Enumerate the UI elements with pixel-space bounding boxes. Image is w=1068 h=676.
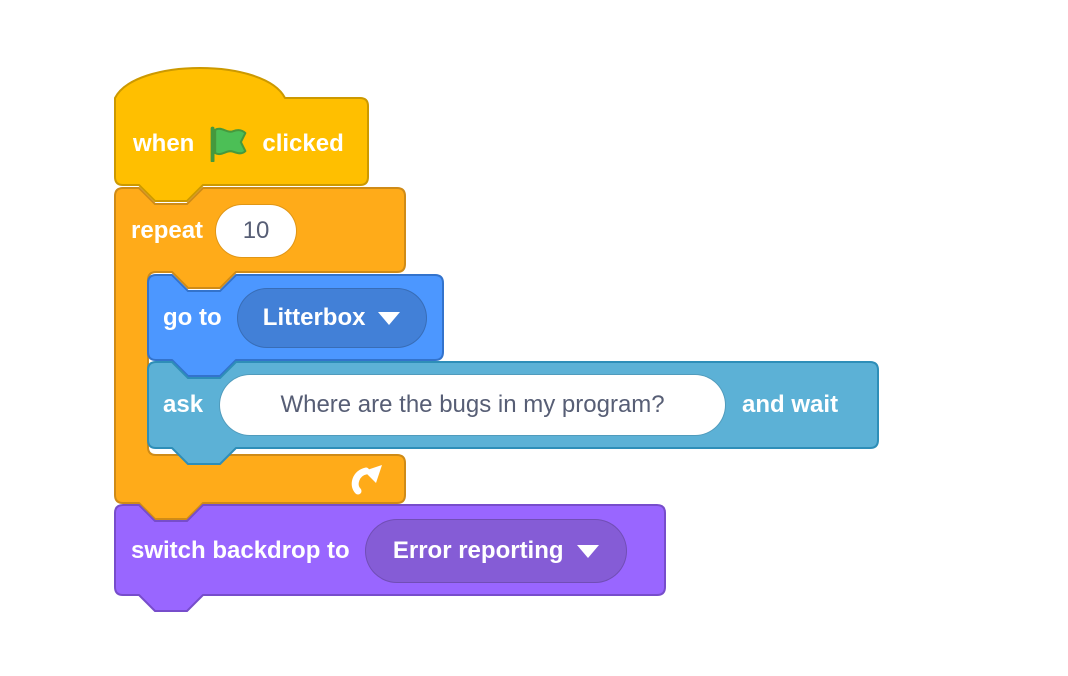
repeat-block-shape [114, 187, 406, 520]
loop-arrow-icon [351, 465, 382, 495]
clicked-label: clicked [262, 130, 344, 157]
repeat-label: repeat [131, 217, 204, 244]
green-flag-icon [210, 126, 247, 162]
repeat-times-input[interactable]: 10 [216, 205, 297, 257]
ask-label: ask [163, 391, 204, 418]
and-wait-label: and wait [742, 391, 839, 418]
go-to-label: go to [163, 304, 222, 331]
backdrop-value: Error reporting [392, 537, 564, 564]
go-to-target-value: Litterbox [262, 304, 366, 331]
dropdown-arrow-icon [576, 544, 599, 558]
ask-block-content: ask Where are the bugs in my program? an… [163, 375, 838, 435]
dropdown-arrow-icon [378, 311, 401, 325]
repeat-times-value: 10 [242, 217, 270, 244]
backdrop-dropdown[interactable]: Error reporting [364, 519, 627, 583]
go-to-target-dropdown[interactable]: Litterbox [236, 288, 427, 348]
repeat-block-content: repeat 10 [131, 204, 297, 258]
repeat-block[interactable] [114, 187, 406, 520]
when-label: when [133, 130, 195, 157]
hat-block-content: when clicked [133, 118, 344, 170]
ask-question-value: Where are the bugs in my program? [280, 391, 665, 418]
ask-question-input[interactable]: Where are the bugs in my program? [220, 375, 726, 435]
go-to-block-content: go to Litterbox [163, 288, 427, 348]
switch-backdrop-label: switch backdrop to [131, 537, 350, 564]
switch-backdrop-content: switch backdrop to Error reporting [131, 518, 627, 584]
